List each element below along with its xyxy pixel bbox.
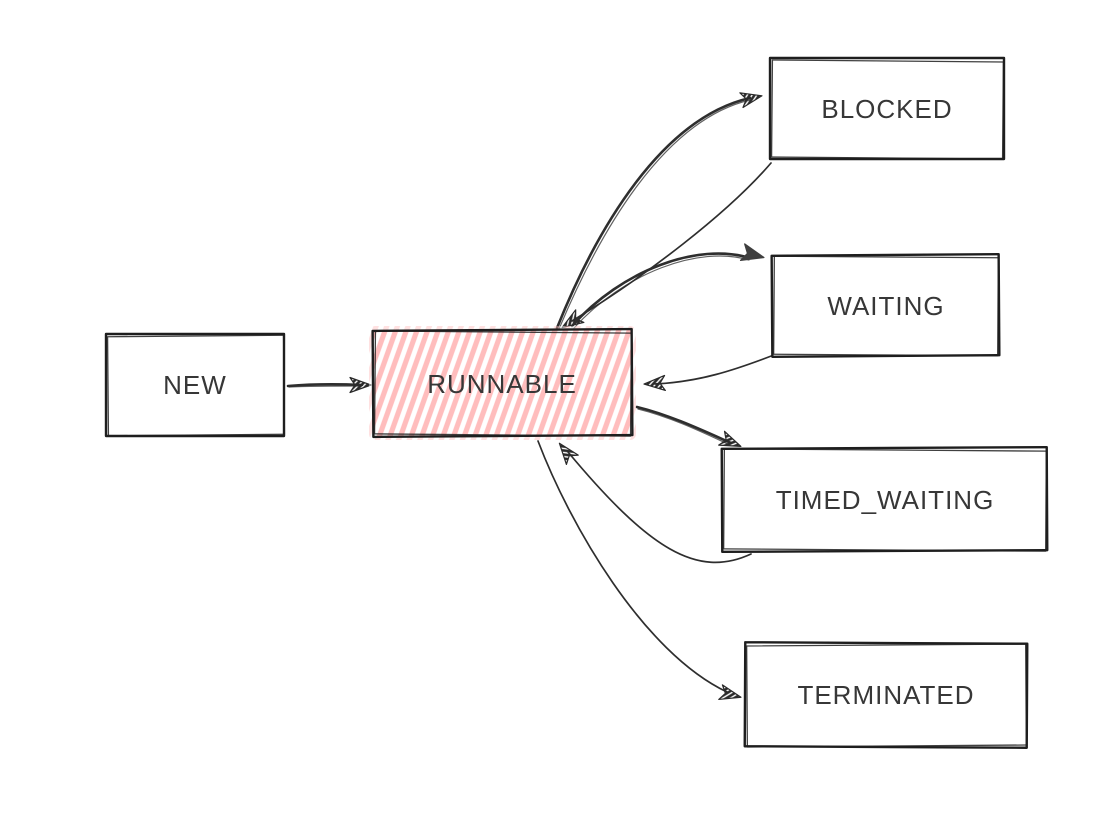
node-label-new: NEW	[163, 370, 227, 400]
edge-line	[555, 96, 752, 330]
arrowhead-icon	[739, 243, 765, 262]
node-box-blocked-echo	[770, 59, 1005, 160]
node-box-timed-waiting	[720, 445, 1049, 554]
node-label-waiting: WAITING	[827, 291, 944, 321]
edge-runnable-to-blocked[interactable]	[555, 88, 764, 330]
edge-line-echo	[573, 255, 750, 329]
node-box-terminated	[743, 641, 1029, 749]
edge-line	[654, 352, 780, 385]
edge-runnable-to-terminated[interactable]	[537, 440, 743, 705]
node-label-blocked: BLOCKED	[821, 94, 952, 124]
node-box-new-echo	[106, 334, 286, 437]
node-label-terminated: TERMINATED	[797, 680, 974, 710]
node-box-runnable-echo	[373, 330, 633, 437]
node-box-timed-waiting-echo	[723, 448, 1047, 552]
edge-runnable-to-waiting[interactable]	[570, 243, 766, 329]
edge-line-echo	[558, 99, 751, 330]
edge-line	[537, 440, 728, 693]
edge-new-to-runnable[interactable]	[286, 376, 372, 394]
node-waiting[interactable]: WAITING	[770, 253, 1001, 358]
node-new[interactable]: NEW	[104, 332, 286, 438]
edge-line-echo	[288, 385, 362, 388]
node-timed-waiting[interactable]: TIMED_WAITING	[720, 445, 1049, 554]
arrowhead-icon	[718, 684, 742, 701]
arrowhead-icon	[349, 376, 372, 394]
arrowhead-icon	[718, 430, 742, 447]
edge-runnable-to-timed-waiting[interactable]	[635, 405, 744, 453]
edge-line	[567, 451, 752, 564]
edge-waiting-to-runnable[interactable]	[643, 352, 780, 392]
node-box-terminated-echo	[746, 643, 1028, 748]
node-terminated[interactable]: TERMINATED	[743, 641, 1029, 749]
arrowhead-icon	[643, 374, 666, 392]
node-box-waiting-echo	[773, 255, 999, 357]
edge-line	[570, 252, 752, 328]
arrowhead-icon	[739, 92, 763, 109]
node-blocked[interactable]: BLOCKED	[768, 56, 1006, 161]
node-box-waiting	[770, 253, 1001, 358]
edge-line	[635, 405, 733, 445]
node-box-blocked	[768, 56, 1006, 161]
edge-line-echo	[637, 408, 731, 446]
node-label-timed-waiting: TIMED_WAITING	[776, 485, 995, 515]
node-label-runnable: RUNNABLE	[427, 369, 577, 399]
node-runnable[interactable]: RUNNABLE	[369, 326, 636, 440]
edge-timed-waiting-to-runnable[interactable]	[553, 439, 752, 564]
node-box-runnable	[371, 327, 634, 439]
arrowhead-icon	[558, 442, 579, 465]
